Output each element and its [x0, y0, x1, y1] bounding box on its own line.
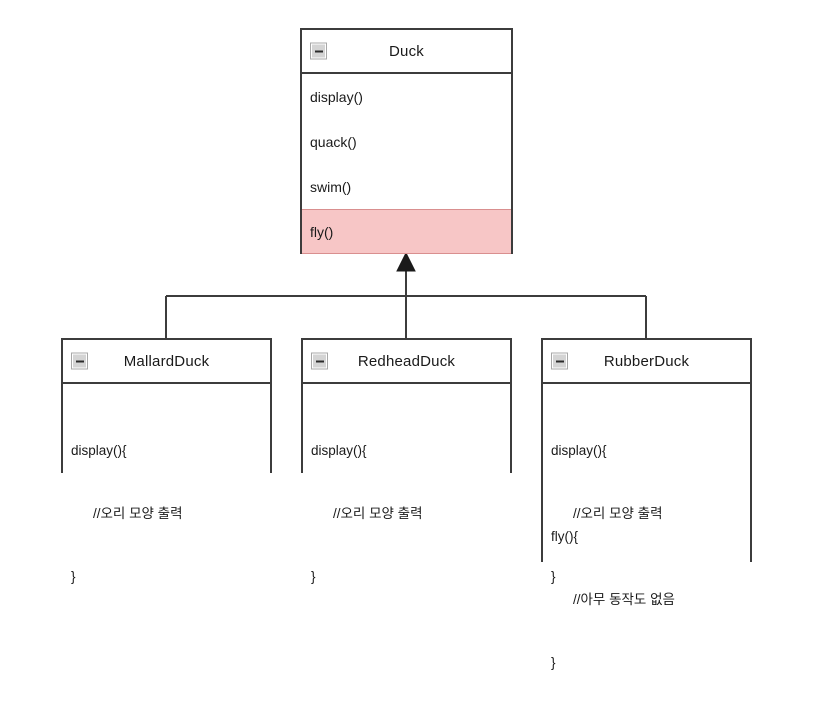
operation-row: swim() — [302, 164, 511, 209]
method-comment: //오리 모양 출력 — [93, 506, 183, 521]
operation-row: quack() — [302, 119, 511, 164]
minus-square-icon[interactable] — [312, 353, 327, 369]
class-header-rubberduck: RubberDuck — [543, 340, 750, 384]
method-signature: fly(){ — [551, 529, 578, 544]
method-block: display(){ //오리 모양 출력 } — [551, 398, 663, 629]
class-header-redheadduck: RedheadDuck — [303, 340, 510, 384]
class-operations-duck: display() quack() swim() fly() — [302, 74, 511, 254]
class-box-mallardduck[interactable]: MallardDuck display(){ //오리 모양 출력 } — [61, 338, 272, 584]
class-name-rubberduck: RubberDuck — [603, 352, 690, 370]
class-header-mallardduck: MallardDuck — [63, 340, 270, 384]
method-close: } — [71, 569, 76, 584]
method-close: } — [551, 655, 556, 670]
class-body-rubberduck: display(){ //오리 모양 출력 } fly(){ //아무 동작도 … — [543, 384, 750, 670]
minus-square-icon[interactable] — [311, 43, 326, 59]
operation-label: quack() — [310, 133, 357, 150]
class-name-mallardduck: MallardDuck — [123, 352, 210, 370]
class-name-duck: Duck — [389, 42, 424, 60]
minus-square-icon[interactable] — [552, 353, 567, 369]
class-box-redheadduck[interactable]: RedheadDuck display(){ //오리 모양 출력 } — [301, 338, 512, 584]
class-header-duck: Duck — [302, 30, 511, 74]
method-close: } — [551, 569, 556, 584]
method-block: display(){ //오리 모양 출력 } — [71, 398, 183, 629]
uml-diagram-canvas: Duck display() quack() swim() fly() Mall… — [0, 0, 817, 600]
method-signature: display(){ — [551, 443, 607, 458]
minus-square-icon[interactable] — [72, 353, 87, 369]
method-signature: display(){ — [71, 443, 127, 458]
operation-label: display() — [310, 88, 363, 105]
operation-label: fly() — [310, 223, 334, 240]
class-name-redheadduck: RedheadDuck — [357, 352, 456, 370]
class-body-redheadduck: display(){ //오리 모양 출력 } — [303, 384, 510, 584]
method-comment: //오리 모양 출력 — [573, 506, 663, 521]
method-signature: display(){ — [311, 443, 367, 458]
generalization-arrowhead — [396, 251, 416, 272]
operation-label: swim() — [310, 178, 352, 195]
operation-row: display() — [302, 74, 511, 119]
operation-row-highlighted: fly() — [302, 209, 511, 254]
method-close: } — [311, 569, 316, 584]
class-body-mallardduck: display(){ //오리 모양 출력 } — [63, 384, 270, 584]
method-comment: //오리 모양 출력 — [333, 506, 423, 521]
method-block: display(){ //오리 모양 출력 } — [311, 398, 423, 629]
class-box-duck[interactable]: Duck display() quack() swim() fly() — [300, 28, 513, 254]
class-box-rubberduck[interactable]: RubberDuck display(){ //오리 모양 출력 } fly()… — [541, 338, 752, 670]
